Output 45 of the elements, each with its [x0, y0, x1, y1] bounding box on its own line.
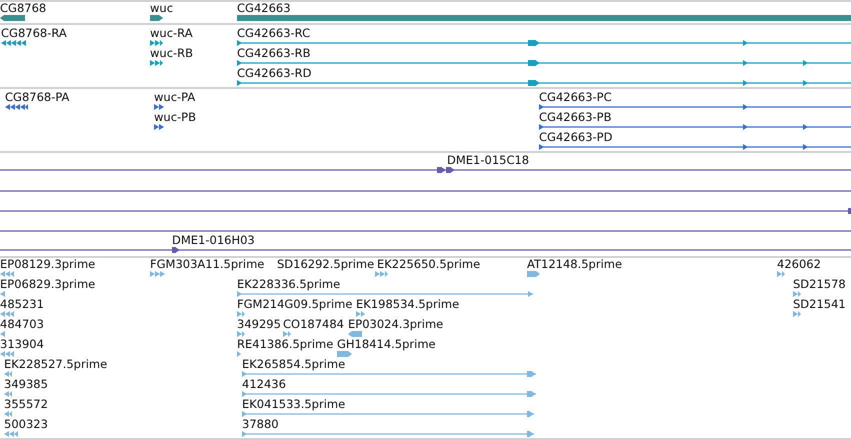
feature-label: 313904 — [0, 338, 44, 351]
feature-label: 485231 — [0, 298, 44, 311]
feature-label: EP03024.3prime — [348, 318, 444, 331]
feature-label: EK228336.5prime — [237, 278, 340, 291]
feature-label: 484703 — [0, 318, 44, 331]
feature-label: CG42663-RB — [237, 47, 311, 60]
feature-label: SD21578 — [793, 278, 846, 291]
feature-label: wuc-PA — [154, 91, 196, 104]
feature-label: CG42663-RC — [237, 27, 310, 40]
feature-label: CG8768 — [0, 2, 46, 15]
feature-label: 349295 — [237, 318, 281, 331]
feature-label: 412436 — [242, 378, 286, 391]
feature-label: FGM303A11.5prime — [150, 258, 264, 271]
feature-label: CG42663-PD — [539, 131, 612, 144]
feature-label: GH18414.5prime — [337, 338, 436, 351]
feature-label: EK198534.5prime — [356, 298, 460, 311]
feature-label: SD21541 — [793, 298, 846, 311]
feature-label: EP06829.3prime — [0, 278, 96, 291]
feature-label: wuc-PB — [154, 111, 196, 124]
feature-label: EK041533.5prime — [242, 398, 346, 411]
feature-label: SD16292.5prime — [277, 258, 374, 271]
feature-label: CG42663 — [237, 2, 291, 15]
feature-label: CG42663-PB — [539, 111, 612, 124]
feature-label: AT12148.5prime — [527, 258, 622, 271]
feature-label: CG8768-RA — [1, 27, 67, 40]
feature-label: CO187484 — [283, 318, 344, 331]
feature-label: CG8768-PA — [5, 91, 70, 104]
feature-label: EK225650.5prime — [377, 258, 480, 271]
feature-label: RE41386.5prime — [237, 338, 334, 351]
feature-label: 426062 — [777, 258, 821, 271]
feature-label: CG42663-PC — [539, 91, 612, 104]
feature-label: wuc — [150, 2, 174, 15]
feature-label: 355572 — [4, 398, 48, 411]
feature-label: 349385 — [4, 378, 48, 391]
feature-label: EP08129.3prime — [0, 258, 96, 271]
feature-label: EK228527.5prime — [4, 358, 108, 371]
feature-label: 37880 — [242, 418, 279, 431]
feature-label: wuc-RB — [150, 47, 194, 60]
feature-label: wuc-RA — [150, 27, 193, 40]
feature-label: FGM214G09.5prime — [237, 298, 352, 311]
feature-label: CG42663-RD — [237, 67, 312, 80]
feature-label: 500323 — [4, 418, 48, 431]
feature-label: DME1-015C18 — [447, 154, 530, 167]
feature-label: DME1-016H03 — [172, 234, 255, 247]
feature-label: EK265854.5prime — [242, 358, 346, 371]
